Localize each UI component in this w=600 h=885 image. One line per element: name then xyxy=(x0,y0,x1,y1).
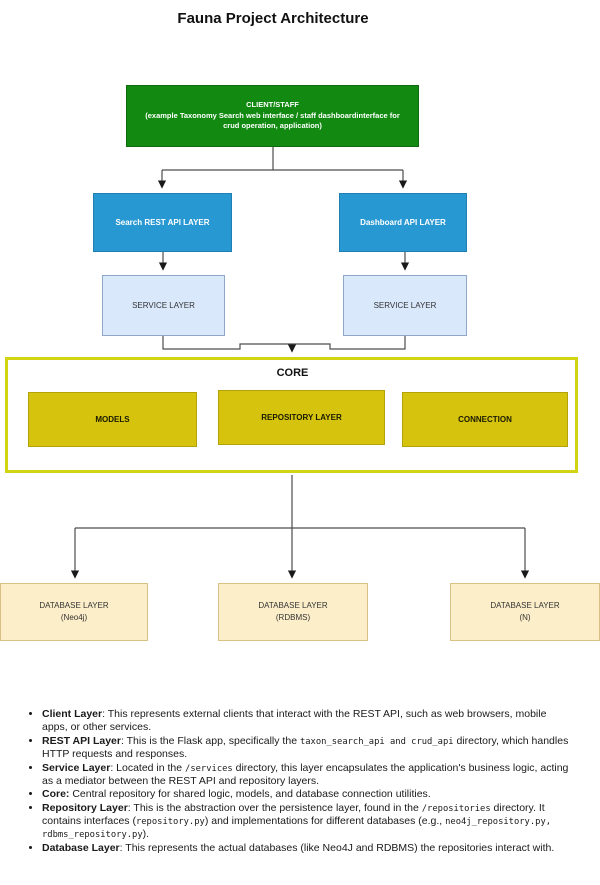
repository-layer-label: REPOSITORY LAYER xyxy=(261,413,342,422)
node-client-staff: CLIENT/STAFF (example Taxonomy Search we… xyxy=(126,85,419,147)
node-connection: CONNECTION xyxy=(402,392,568,447)
database-rdbms-line1: DATABASE LAYER xyxy=(258,601,328,610)
connection-label: CONNECTION xyxy=(458,415,512,424)
database-rdbms-line2: (RDBMS) xyxy=(275,613,311,622)
database-n-line1: DATABASE LAYER xyxy=(490,601,560,610)
core-label: CORE xyxy=(276,367,309,379)
layer-description-item: Core: Central repository for shared logi… xyxy=(42,788,580,801)
page-title: Fauna Project Architecture xyxy=(177,10,369,27)
database-neo4j-line1: DATABASE LAYER xyxy=(39,601,109,610)
client-staff-title: CLIENT/STAFF xyxy=(246,99,299,109)
node-models: MODELS xyxy=(28,392,197,447)
node-repository-layer: REPOSITORY LAYER xyxy=(218,390,385,445)
node-service-layer-left: SERVICE LAYER xyxy=(102,275,225,336)
node-search-rest-api-layer: Search REST API LAYER xyxy=(93,193,232,252)
client-staff-subtitle-line1: (example Taxonomy Search web interface /… xyxy=(145,110,400,120)
search-rest-api-label: Search REST API LAYER xyxy=(115,218,210,227)
client-staff-subtitle-line2: crud operation, application) xyxy=(223,121,322,131)
layer-description-notes: Client Layer: This represents external c… xyxy=(28,708,580,856)
service-layer-left-label: SERVICE LAYER xyxy=(132,301,195,310)
models-label: MODELS xyxy=(95,415,130,424)
layer-description-item: Database Layer: This represents the actu… xyxy=(42,842,580,855)
dashboard-api-label: Dashboard API LAYER xyxy=(360,218,446,227)
node-database-layer-n: DATABASE LAYER (N) xyxy=(450,583,600,641)
node-database-layer-neo4j: DATABASE LAYER (Neo4j) xyxy=(0,583,148,641)
layer-description-item: Service Layer: Located in the /services … xyxy=(42,762,580,788)
node-service-layer-right: SERVICE LAYER xyxy=(343,275,467,336)
database-neo4j-line2: (Neo4j) xyxy=(60,613,88,622)
service-layer-right-label: SERVICE LAYER xyxy=(373,301,437,310)
connector-lines xyxy=(70,147,530,579)
layer-description-item: Client Layer: This represents external c… xyxy=(42,708,580,734)
layer-description-item: REST API Layer: This is the Flask app, s… xyxy=(42,735,580,761)
database-n-line2: (N) xyxy=(519,613,531,622)
node-database-layer-rdbms: DATABASE LAYER (RDBMS) xyxy=(218,583,368,641)
layer-description-item: Repository Layer: This is the abstractio… xyxy=(42,802,580,841)
node-dashboard-api-layer: Dashboard API LAYER xyxy=(339,193,467,252)
layer-description-list: Client Layer: This represents external c… xyxy=(28,708,580,855)
